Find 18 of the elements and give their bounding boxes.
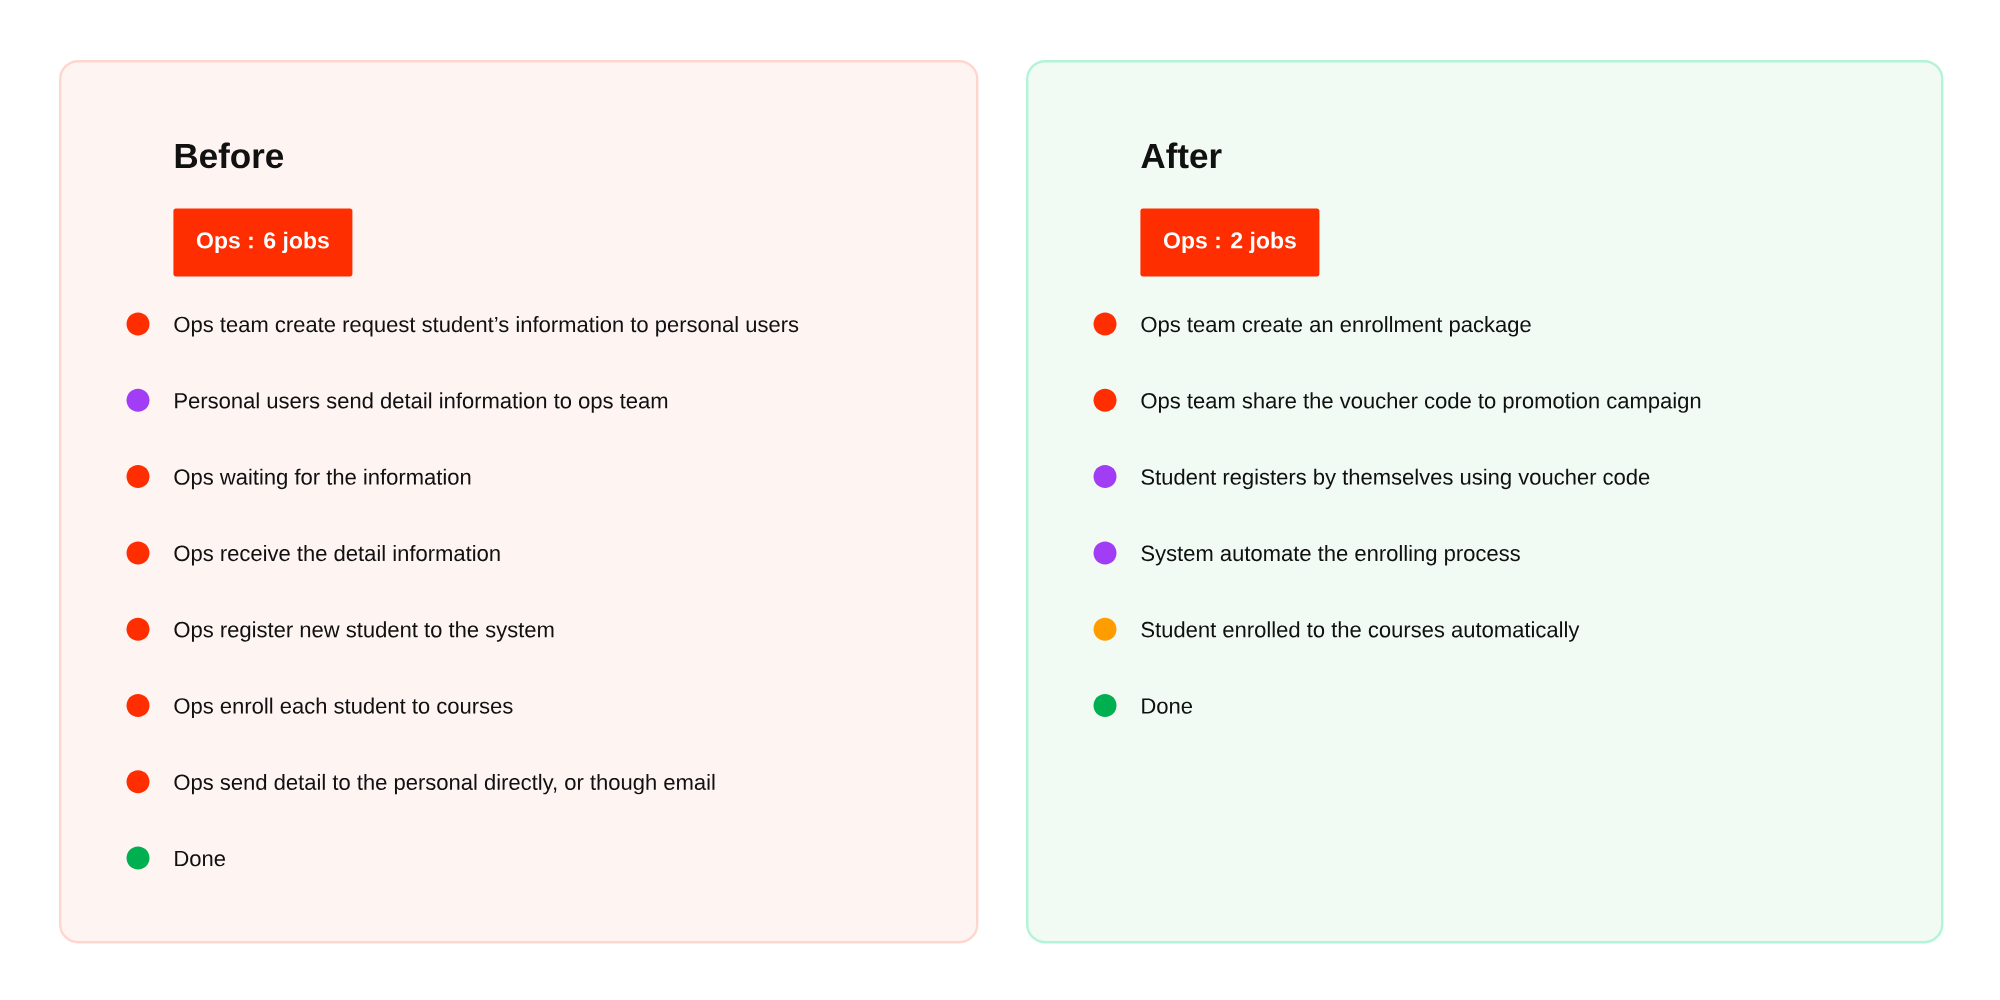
list-item: Student registers by themselves using voucher code [1141,468,1650,490]
list-item: Personal users send detail information to ops team [175,392,668,413]
list-item: Ops receive the detail information [174,544,500,566]
list-item: Ops send detail to the personal directly, or though email [174,773,715,795]
list-item: Ops team create request student’s information to personal users [174,316,799,337]
heading: After [1141,142,1222,169]
list-item: Ops team create an enrollment package [1141,316,1531,337]
list-item: Ops register new student to the system [174,621,554,642]
heading: Before [175,142,284,169]
list-item: Ops enroll each student to courses [174,697,513,719]
list-item: Ops waiting for the information [174,468,471,490]
count-badge: Ops : 2 jobs [1140,208,1320,277]
list-item: Done [175,851,225,867]
list-item: Ops team share the voucher code to promotion campaign [1141,392,1701,413]
list-item: Student enrolled to the courses automatically [1141,621,1580,642]
count-badge: Ops : 6 jobs [173,208,353,277]
list-item: System automate the enrolling process [1141,544,1520,566]
list-item: Done [1142,698,1193,714]
